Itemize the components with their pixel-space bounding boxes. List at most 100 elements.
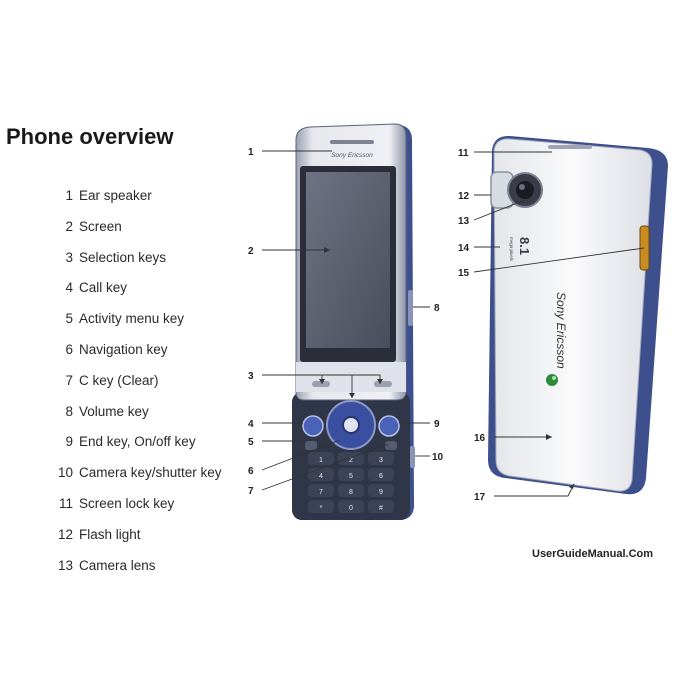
callout-number: 12: [458, 191, 470, 202]
callout-number: 16: [474, 433, 486, 444]
callout-number: 8: [434, 303, 440, 314]
callout-number: 1: [248, 147, 254, 158]
volume-key: [408, 290, 413, 326]
keypad-key-label: #: [379, 505, 383, 512]
legend-number: 12: [57, 526, 73, 542]
legend-number: 8: [65, 403, 73, 419]
legend-number: 10: [57, 465, 73, 481]
keypad-key-label: 3: [379, 457, 383, 464]
legend-item: 11 Screen lock key: [56, 494, 222, 525]
legend-number: 2: [65, 218, 73, 234]
callout-number: 7: [248, 486, 254, 497]
legend-item: 6 Navigation key: [56, 340, 222, 371]
keypad-key: [308, 452, 334, 465]
arrowhead: [546, 434, 552, 440]
arrowhead: [569, 484, 574, 489]
screen: [306, 172, 390, 348]
brand-logo-icon: [546, 374, 558, 386]
callout-number: 13: [458, 216, 470, 227]
legend-label: Screen: [79, 218, 122, 234]
screen-lock-key: [548, 145, 592, 149]
legend-number: 13: [57, 557, 73, 573]
legend-number: 7: [65, 372, 73, 388]
keypad-key-label: 2: [349, 457, 353, 464]
keypad-key: [338, 468, 364, 481]
legend-number: 1: [65, 188, 73, 203]
callout-number: 3: [248, 371, 254, 382]
keypad-key-label: 8: [349, 489, 353, 496]
keypad-key-label: 5: [349, 473, 353, 480]
call-key: [302, 415, 324, 437]
back-cover: [493, 138, 653, 492]
callout-number: 4: [248, 419, 254, 430]
keypad-key-label: 7: [319, 489, 323, 496]
keypad-key: [368, 452, 394, 465]
camera-badge: 8.1: [517, 237, 532, 255]
source-credit: UserGuideManual.Com: [532, 548, 654, 560]
arrowhead: [324, 247, 330, 253]
legend-number: 5: [65, 311, 73, 327]
legend-number: 3: [65, 249, 73, 265]
callout-line: [261, 439, 341, 471]
legend-item: 5 Activity menu key: [56, 309, 222, 340]
legend-label: Activity menu key: [79, 311, 185, 327]
legend-label: Camera lens: [79, 557, 156, 573]
legend-number: 6: [65, 341, 73, 357]
legend-item: 8 Volume key: [56, 402, 222, 433]
legend-number: 4: [65, 280, 73, 296]
brand-logo-text: Sony Ericsson: [331, 152, 373, 159]
legend-item: 13 Camera lens: [56, 556, 222, 587]
callout-number: 5: [248, 437, 254, 448]
legend-number: 9: [65, 434, 73, 450]
activity-menu-key: [305, 441, 317, 450]
phone-back: 8.1 mega pixels Sony Ericsson: [488, 135, 668, 495]
callout-arrowheads: [319, 247, 574, 489]
left-selection-key: [312, 381, 330, 387]
right-selection-key: [374, 381, 392, 387]
legend-item: 9 End key, On/off key: [56, 432, 222, 463]
legend-item: 7 C key (Clear): [56, 371, 222, 402]
selection-band: [296, 362, 406, 392]
legend-label: Volume key: [79, 403, 149, 419]
callout-line: [494, 483, 575, 497]
ear-speaker: [330, 140, 374, 144]
legend-label: Flash light: [79, 526, 141, 542]
c-key: [385, 441, 397, 450]
keypad-key: [368, 468, 394, 481]
keypad-key-label: 6: [379, 473, 383, 480]
legend-number: 11: [58, 495, 73, 511]
legend-label: Screen lock key: [79, 495, 175, 511]
arrowhead: [319, 379, 325, 384]
keypad-key: [338, 500, 364, 513]
keypad-key: [308, 484, 334, 497]
keypad-key: [338, 484, 364, 497]
legend-label: Camera key/shutter key: [79, 465, 222, 481]
legend-label: Call key: [79, 280, 128, 296]
camera-key: [410, 446, 415, 468]
callout-number: 2: [248, 246, 254, 257]
camera-lens: [516, 181, 534, 199]
arrowhead: [377, 379, 383, 384]
legend-item: 4 Call key: [56, 278, 222, 309]
keypad-grid: 1 2 3 4 5 6 7 8 9 * 0 #: [308, 452, 394, 513]
callout-number: 10: [432, 452, 444, 463]
end-key: [378, 415, 400, 437]
legend-item: 12 Flash light: [56, 525, 222, 556]
legend-item: 2 Screen: [56, 217, 222, 248]
keypad-key-label: 9: [379, 489, 383, 496]
callout-line: [473, 247, 645, 273]
legend-label: Ear speaker: [79, 188, 152, 203]
page-title: Phone overview: [6, 124, 174, 149]
legend-label: C key (Clear): [79, 372, 159, 388]
keypad-key: [308, 500, 334, 513]
keypad-key: [368, 500, 394, 513]
legend-label: Navigation key: [79, 341, 168, 357]
callout-number: 15: [458, 268, 470, 279]
camera-badge-unit: mega pixels: [509, 237, 514, 262]
legend-item: 10 Camera key/shutter key: [56, 463, 222, 494]
legend-label: End key, On/off key: [79, 434, 196, 450]
phone-front: Sony Ericsson 1: [292, 123, 415, 520]
keypad-key-label: 1: [319, 457, 323, 464]
